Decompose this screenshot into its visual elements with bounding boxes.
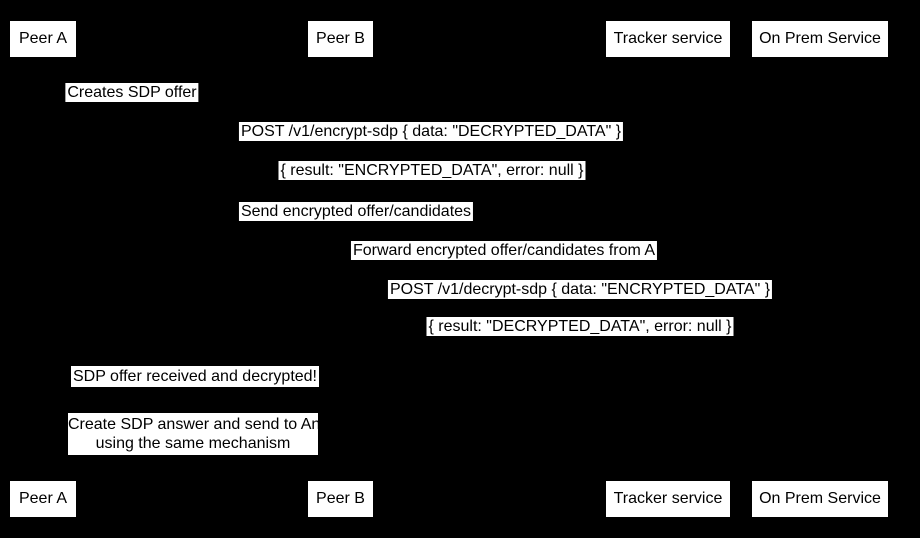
message-encrypt-result: { result: "ENCRYPTED_DATA", error: null … (278, 161, 586, 180)
note-line-1: Create SDP answer and send to An (68, 416, 321, 433)
arrow-on-prem-to-peer-a (43, 184, 820, 185)
arrow-on-prem-to-peer-b (340, 340, 820, 341)
message-post-encrypt-sdp: POST /v1/encrypt-sdp { data: "DECRYPTED_… (238, 122, 624, 141)
arrow-peer-b-to-peer-a (43, 391, 340, 392)
message-offer-received: SDP offer received and decrypted! (71, 366, 319, 387)
participant-label: Peer A (18, 490, 68, 507)
arrow-self-peer-a (43, 104, 63, 105)
participant-label: Peer A (18, 30, 68, 47)
message-creates-sdp-offer: Creates SDP offer (65, 83, 199, 102)
message-forward-encrypted-offer: Forward encrypted offer/candidates from … (350, 241, 658, 260)
participant-on-prem-service-bottom: On Prem Service (752, 481, 888, 517)
participant-label: On Prem Service (759, 30, 881, 47)
participant-on-prem-service-top: On Prem Service (752, 21, 888, 57)
arrow-peer-a-to-on-prem (43, 145, 820, 146)
note-line-2: using the same mechanism (95, 435, 291, 452)
message-send-encrypted-offer: Send encrypted offer/candidates (238, 202, 474, 221)
lifeline-on-prem-service (820, 57, 821, 481)
participant-label: Tracker service (613, 30, 723, 47)
lifeline-peer-a (43, 57, 44, 481)
participant-peer-b-top: Peer B (308, 21, 373, 57)
message-post-decrypt-sdp: POST /v1/decrypt-sdp { data: "ENCRYPTED_… (387, 280, 773, 299)
arrow-peer-b-to-on-prem (340, 303, 820, 304)
arrow-peer-a-to-tracker (43, 225, 668, 226)
participant-label: Peer B (316, 490, 365, 507)
arrow-tracker-to-peer-b (340, 264, 668, 265)
participant-peer-b-bottom: Peer B (308, 481, 373, 517)
participant-peer-a-bottom: Peer A (10, 481, 76, 517)
message-decrypt-result: { result: "DECRYPTED_DATA", error: null … (426, 317, 734, 336)
participant-tracker-service-top: Tracker service (606, 21, 730, 57)
lifeline-tracker-service (668, 57, 669, 481)
lifeline-peer-b (340, 57, 341, 481)
participant-peer-a-top: Peer A (10, 21, 76, 57)
participant-label: Tracker service (613, 490, 723, 507)
note-create-sdp-answer: Create SDP answer and send to An using t… (68, 413, 321, 455)
participant-label: Peer B (316, 30, 365, 47)
participant-label: On Prem Service (759, 490, 881, 507)
participant-tracker-service-bottom: Tracker service (606, 481, 730, 517)
